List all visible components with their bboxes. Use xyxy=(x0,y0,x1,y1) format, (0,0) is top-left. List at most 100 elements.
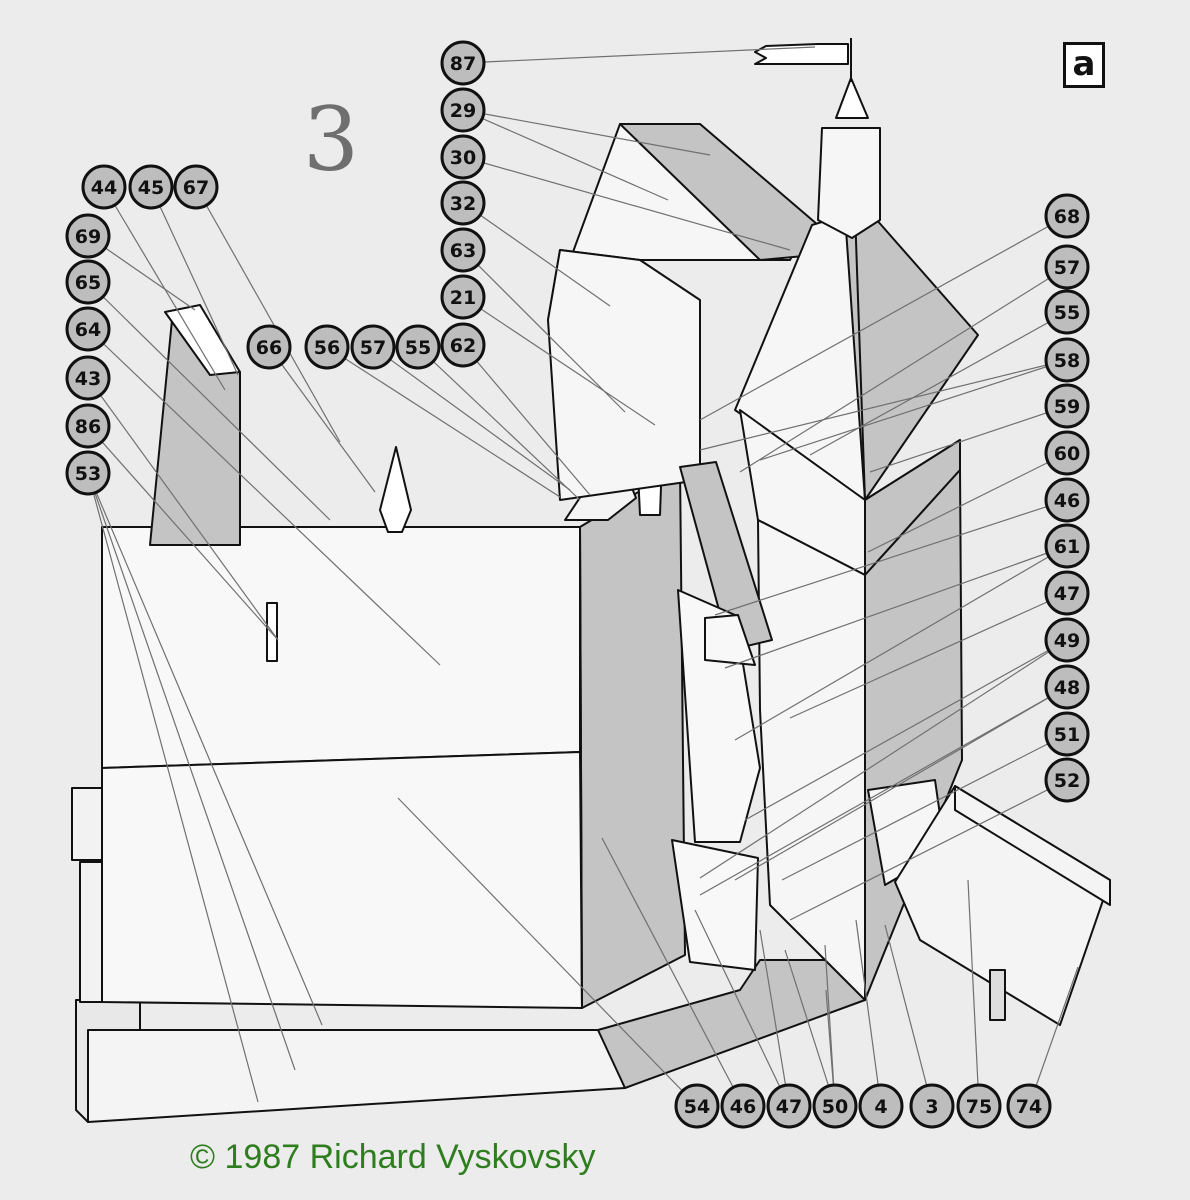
main-roof xyxy=(101,526,581,769)
callout-circle xyxy=(395,324,441,370)
leader-line-47 xyxy=(759,929,790,1107)
leader-line-64 xyxy=(87,328,441,666)
leader-line-49 xyxy=(699,639,1068,879)
callout-label: 47 xyxy=(776,1096,802,1118)
leader-line-56 xyxy=(326,346,561,498)
callout-label: 21 xyxy=(450,287,476,309)
callout-74: 74 xyxy=(1006,1083,1052,1129)
callout-label: 48 xyxy=(1054,677,1080,699)
callout-label: 56 xyxy=(314,337,340,359)
callout-45: 45 xyxy=(128,164,174,210)
leader-line-61 xyxy=(724,545,1068,669)
callout-label: 74 xyxy=(1016,1096,1042,1118)
callout-label: 44 xyxy=(91,177,117,199)
callout-50: 50 xyxy=(812,1083,858,1129)
callout-label: 60 xyxy=(1054,443,1080,465)
chimney-cap xyxy=(164,304,241,376)
callout-46: 46 xyxy=(720,1083,766,1129)
callout-label: 75 xyxy=(966,1096,992,1118)
callout-circle xyxy=(956,1083,1002,1129)
callout-69: 69 xyxy=(65,213,111,259)
callout-label: 62 xyxy=(450,335,476,357)
callout-label: 43 xyxy=(75,368,101,390)
callout-49: 49 xyxy=(1044,617,1090,663)
callout-47: 47 xyxy=(766,1083,812,1129)
lantern xyxy=(817,127,881,239)
callout-label: 68 xyxy=(1054,206,1080,228)
callout-label: 69 xyxy=(75,226,101,248)
callout-51: 51 xyxy=(1044,711,1090,757)
leader-line-49 xyxy=(744,639,1068,821)
leader-line-75 xyxy=(967,879,980,1107)
callout-47: 47 xyxy=(1044,570,1090,616)
callout-label: 3 xyxy=(925,1096,938,1118)
callout-3: 3 xyxy=(909,1083,955,1129)
leader-line-63 xyxy=(462,249,626,413)
callout-circle xyxy=(858,1083,904,1129)
callout-label: 53 xyxy=(75,463,101,485)
leader-line-55 xyxy=(809,311,1068,456)
leader-line-29 xyxy=(462,109,711,156)
callout-circle xyxy=(440,322,486,368)
callout-circle xyxy=(440,87,486,133)
callout-circle xyxy=(812,1083,858,1129)
turret-base xyxy=(671,839,759,971)
callout-label: 55 xyxy=(405,337,431,359)
leader-line-62 xyxy=(462,344,591,496)
leader-line-46 xyxy=(601,837,744,1107)
callout-circle xyxy=(1044,570,1090,616)
callout-circle xyxy=(246,324,292,370)
callout-label: 51 xyxy=(1054,724,1080,746)
callout-label: 32 xyxy=(450,193,476,215)
leader-line-53 xyxy=(87,472,323,1026)
callout-58: 58 xyxy=(1044,337,1090,383)
callout-label: 30 xyxy=(450,147,476,169)
leader-line-48 xyxy=(699,686,1068,896)
callout-46: 46 xyxy=(1044,477,1090,523)
leader-line-53 xyxy=(87,472,259,1103)
callout-label: 45 xyxy=(138,177,164,199)
callout-circle xyxy=(1044,383,1090,429)
leader-line-55 xyxy=(417,346,581,501)
callout-label: 66 xyxy=(256,337,282,359)
turret-roof xyxy=(704,614,756,666)
callout-65: 65 xyxy=(65,259,111,305)
callout-circle xyxy=(440,134,486,180)
leader-line-53 xyxy=(87,472,296,1071)
callout-circle xyxy=(1044,430,1090,476)
leader-line-66 xyxy=(268,346,376,493)
leader-lines xyxy=(87,46,1079,1107)
callout-54: 54 xyxy=(674,1083,720,1129)
leader-line-59 xyxy=(869,405,1068,473)
callout-circle xyxy=(440,227,486,273)
finial xyxy=(379,446,412,533)
callout-21: 21 xyxy=(440,274,486,320)
callout-label: 57 xyxy=(1054,257,1080,279)
callout-circle xyxy=(173,164,219,210)
leader-line-3 xyxy=(884,924,933,1107)
callout-label: 50 xyxy=(822,1096,848,1118)
callout-87: 87 xyxy=(440,40,486,86)
leader-line-67 xyxy=(195,186,341,443)
callout-63: 63 xyxy=(440,227,486,273)
callout-label: 46 xyxy=(1054,490,1080,512)
callout-circle xyxy=(65,306,111,352)
copyright-notice: © 1987 Richard Vyskovsky xyxy=(190,1138,596,1176)
callout-label: 29 xyxy=(450,100,476,122)
callout-55: 55 xyxy=(1044,289,1090,335)
leader-line-46 xyxy=(714,499,1068,616)
callout-52: 52 xyxy=(1044,757,1090,803)
callout-label: 65 xyxy=(75,272,101,294)
callout-43: 43 xyxy=(65,355,111,401)
callout-68: 68 xyxy=(1044,193,1090,239)
callout-67: 67 xyxy=(173,164,219,210)
callout-53: 53 xyxy=(65,450,111,496)
lantern-spire xyxy=(835,77,869,119)
callout-label: 57 xyxy=(360,337,386,359)
callout-label: 64 xyxy=(75,319,101,341)
callout-circle xyxy=(128,164,174,210)
leader-line-61 xyxy=(734,545,1068,741)
callout-29: 29 xyxy=(440,87,486,133)
callout-circle xyxy=(65,259,111,305)
